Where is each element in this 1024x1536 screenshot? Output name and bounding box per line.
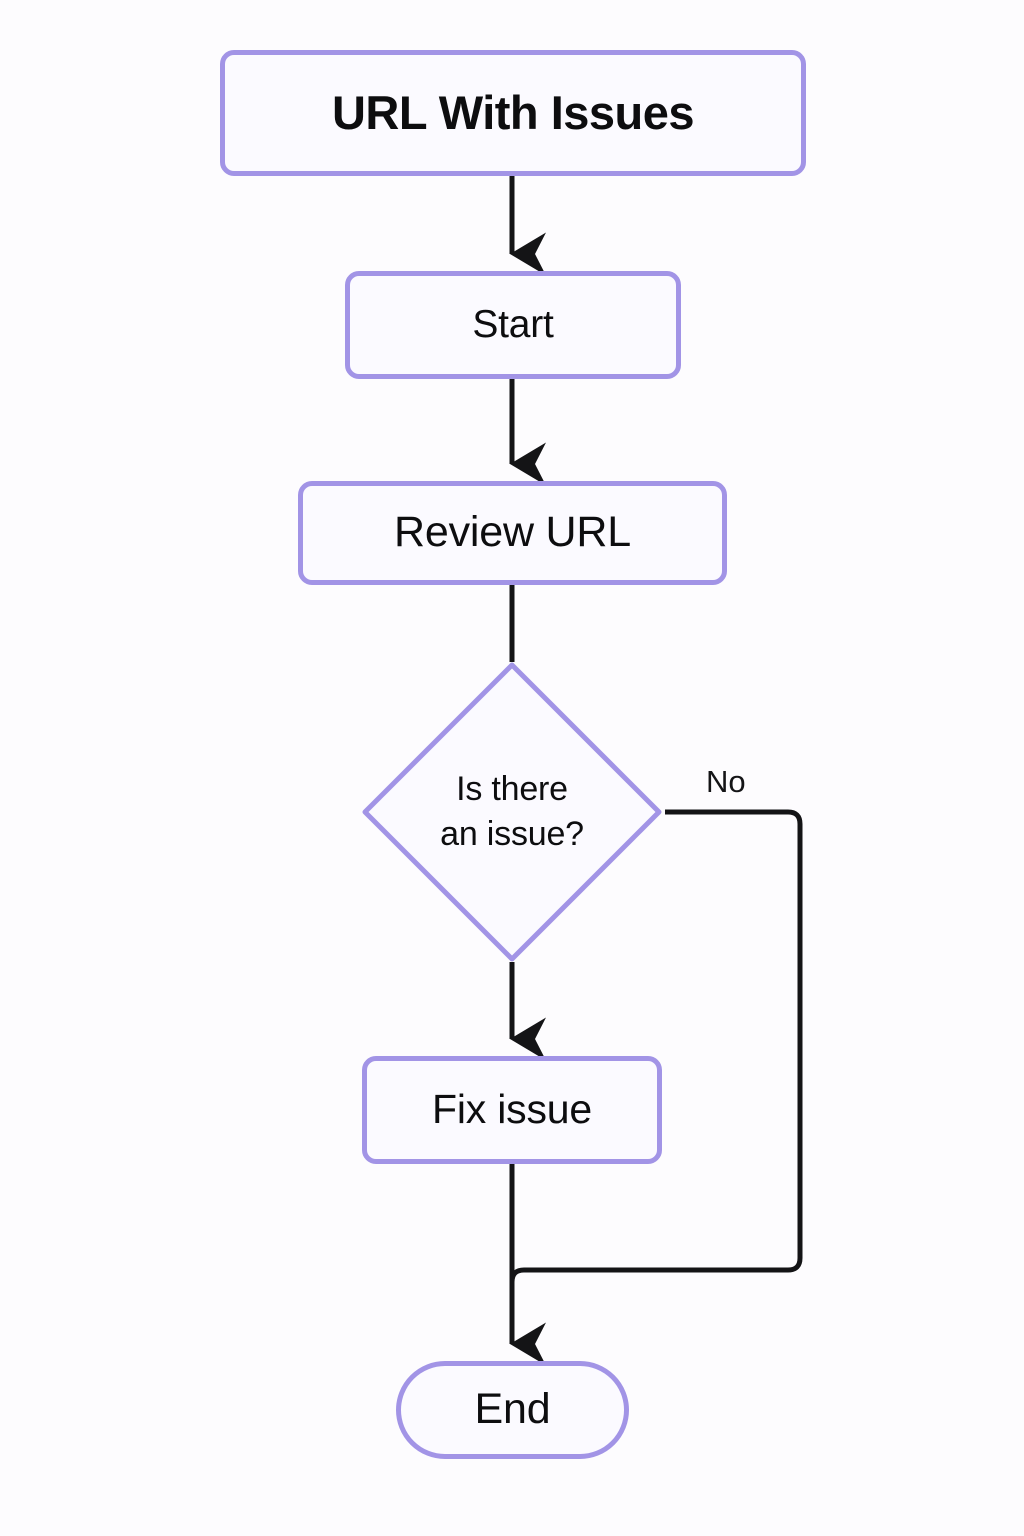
node-url-with-issues[interactable]: URL With Issues bbox=[220, 50, 806, 176]
node-start-label: Start bbox=[472, 302, 554, 346]
node-decision-label: Is there an issue? bbox=[440, 770, 584, 853]
node-end-label: End bbox=[474, 1385, 551, 1434]
node-decision-is-there-an-issue[interactable]: Is there an issue? bbox=[359, 659, 665, 965]
node-url-with-issues-label: URL With Issues bbox=[331, 85, 695, 139]
node-review-url[interactable]: Review URL bbox=[298, 481, 727, 585]
diamond-shape-icon bbox=[362, 662, 662, 962]
node-start[interactable]: Start bbox=[345, 271, 681, 379]
node-review-url-label: Review URL bbox=[394, 508, 631, 557]
node-fix-issue[interactable]: Fix issue bbox=[362, 1056, 662, 1164]
node-fix-issue-label: Fix issue bbox=[432, 1086, 592, 1133]
edge-label-no: No bbox=[706, 764, 746, 799]
node-end[interactable]: End bbox=[396, 1361, 629, 1459]
edge-decision-end-no bbox=[509, 809, 803, 1290]
